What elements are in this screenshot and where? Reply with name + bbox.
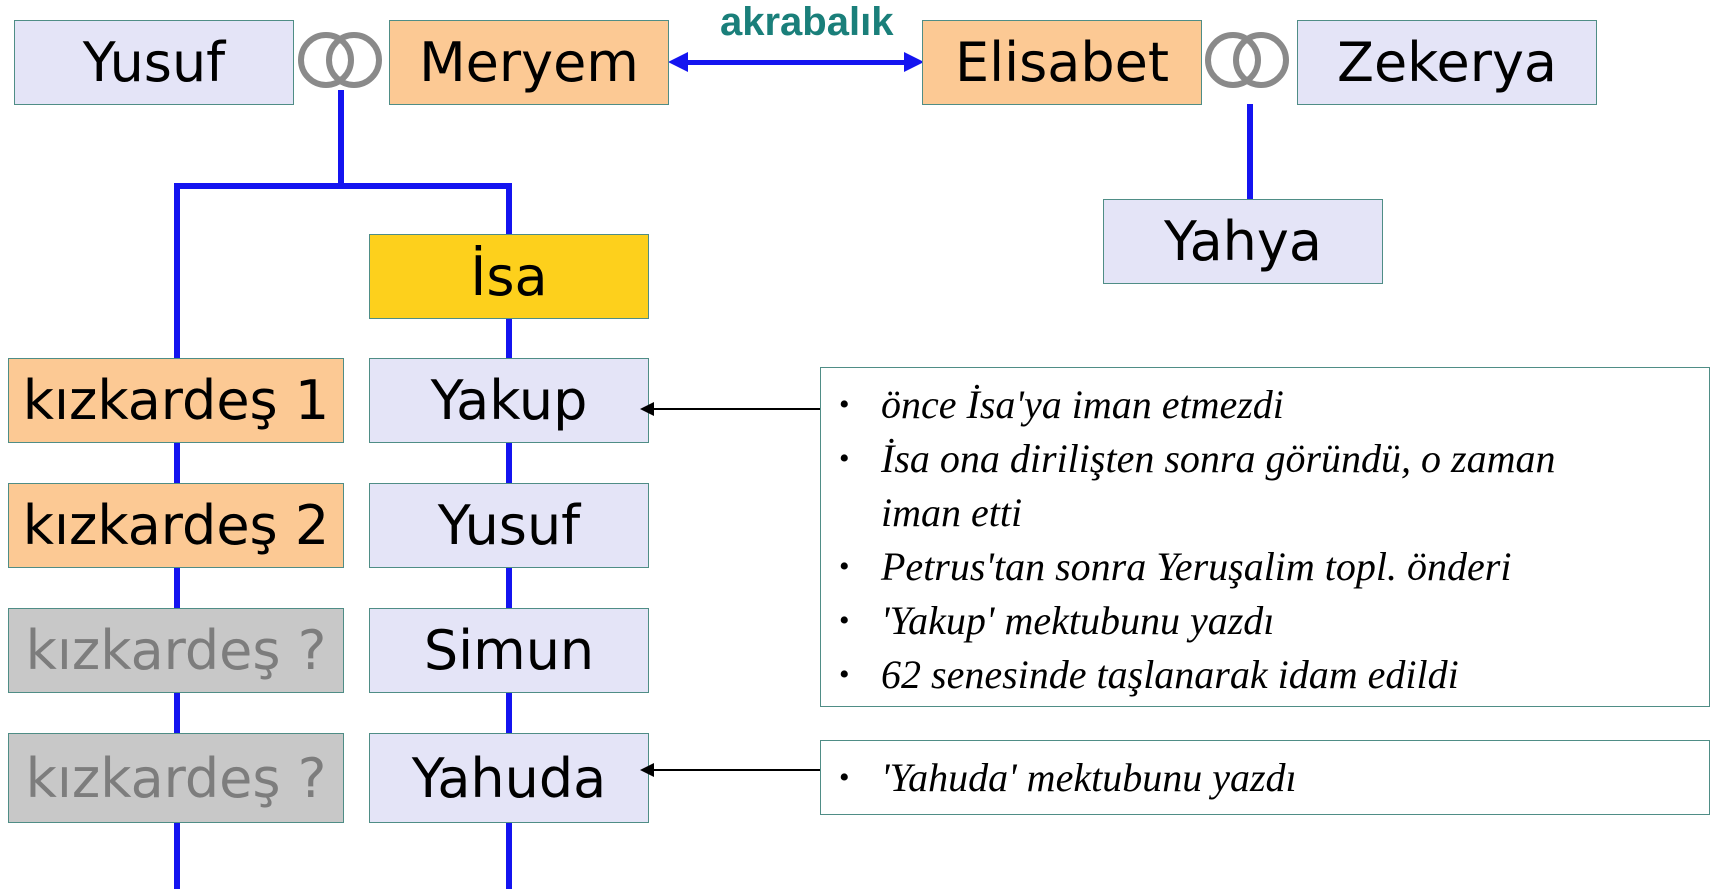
person-box-yakup: Yakup [369, 358, 649, 443]
connector-horizontal-children [174, 183, 512, 189]
person-box-yusuf-son: Yusuf [369, 483, 649, 568]
person-box-isa: İsa [369, 234, 649, 319]
person-box-yusuf: Yusuf [14, 20, 294, 105]
kinship-label: akrabalık [720, 0, 894, 44]
pointer-head-yakup [640, 402, 654, 416]
marriage-rings-icon-second [326, 32, 382, 88]
note-yakup-item: Petrus'tan sonra Yeruşalim topl. önderi [821, 540, 1709, 594]
note-yahuda-item: 'Yahuda' mektubunu yazdı [821, 751, 1709, 805]
note-yakup-item: önce İsa'ya iman etmezdi [821, 378, 1709, 432]
person-box-sister-1: kızkardeş 1 [8, 358, 344, 443]
person-box-simun: Simun [369, 608, 649, 693]
note-yahuda: 'Yahuda' mektubunu yazdı [820, 740, 1710, 815]
person-box-sister-unknown-1: kızkardeş ? [8, 608, 344, 693]
person-box-zekerya: Zekerya [1297, 20, 1597, 105]
note-yakup-item: 'Yakup' mektubunu yazdı [821, 594, 1709, 648]
person-box-yahuda: Yahuda [369, 733, 649, 823]
person-box-sister-2: kızkardeş 2 [8, 483, 344, 568]
note-yakup-item-continued: iman etti [881, 490, 1023, 535]
pointer-head-yahuda [640, 763, 654, 777]
connector-zekerya-yahya [1247, 104, 1253, 200]
person-box-meryem: Meryem [389, 20, 669, 105]
person-box-sister-unknown-2: kızkardeş ? [8, 733, 344, 823]
pointer-line-yahuda [652, 769, 820, 771]
note-yakup-item: 62 senesinde taşlanarak idam edildi [821, 648, 1709, 702]
kinship-arrow-left-head [668, 52, 688, 72]
person-box-yahya: Yahya [1103, 199, 1383, 284]
kinship-arrow-line [680, 60, 912, 65]
kinship-arrow-right-head [904, 52, 924, 72]
pointer-line-yakup [652, 408, 820, 410]
person-box-elisabet: Elisabet [922, 20, 1202, 105]
note-yakup: önce İsa'ya iman etmezdi İsa ona diriliş… [820, 367, 1710, 707]
marriage-rings-icon-right-second [1233, 32, 1289, 88]
note-yakup-item: İsa ona dirilişten sonra göründü, o zama… [821, 432, 1709, 486]
connector-yusuf-meryem-down [338, 90, 344, 188]
